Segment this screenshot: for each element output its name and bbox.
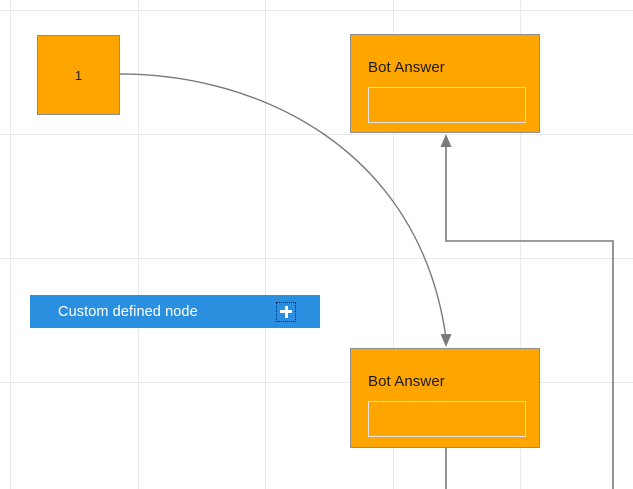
node-bot-answer-bottom-title: Bot Answer [368,373,445,390]
arrowhead-up-icon [440,134,452,147]
node-bot-answer-top-slot[interactable] [368,87,526,123]
edge-loop-to-bot-answer-top[interactable] [440,134,614,489]
node-1-label: 1 [74,67,83,83]
edge-elbow-path [445,146,614,489]
edge-curve-path [119,73,447,339]
edge-node1-to-bot-answer-bottom[interactable] [119,73,452,347]
custom-defined-node-label: Custom defined node [58,303,198,320]
node-1[interactable]: 1 [37,35,120,115]
arrowhead-down-icon [440,334,452,347]
plus-icon[interactable] [276,301,296,322]
node-bot-answer-top-title: Bot Answer [368,59,445,76]
custom-defined-node-button[interactable]: Custom defined node [30,295,320,328]
node-bot-answer-bottom-slot[interactable] [368,401,526,437]
node-bot-answer-bottom[interactable]: Bot Answer [350,348,540,448]
node-bot-answer-top[interactable]: Bot Answer [350,34,540,133]
